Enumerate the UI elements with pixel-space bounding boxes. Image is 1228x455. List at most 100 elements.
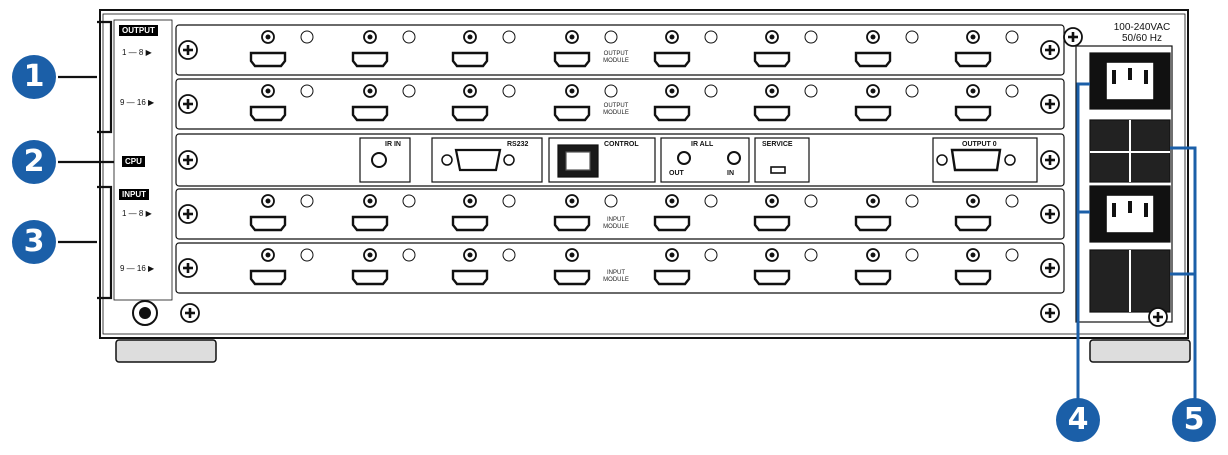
- ac-inlet-1-pin-a: [1112, 70, 1116, 84]
- output-row-2-hdmi-port-4: [553, 105, 591, 122]
- input-module-label-2: INPUT MODULE: [603, 270, 629, 283]
- output-row-2-led-6: [804, 84, 818, 98]
- output-row-2-jack-core-3: [467, 88, 473, 94]
- power-voltage: 100-240VAC: [1113, 22, 1171, 33]
- output-row-1-jack-core-1: [265, 34, 271, 40]
- input-row-1-jack-core-1: [265, 198, 271, 204]
- output-row-2-jack-core-1: [265, 88, 271, 94]
- output-row-1-hdmi-port-2: [351, 51, 389, 68]
- input-row-2-led-3: [502, 248, 516, 262]
- input-row-2-led-1: [300, 248, 314, 262]
- output-row-1-led-3: [502, 30, 516, 44]
- rs232-screw-left: [441, 154, 453, 166]
- output-row-1-hdmi-port-6: [753, 51, 791, 68]
- input-row-1-jack-core-6: [769, 198, 775, 204]
- output-row-2-led-7: [905, 84, 919, 98]
- bracket-input: [97, 185, 113, 300]
- rs232-screw-right: [503, 154, 515, 166]
- input-row-2-led-6: [804, 248, 818, 262]
- output-row-2-led-4: [604, 84, 618, 98]
- output-row-2-hdmi-port-6: [753, 105, 791, 122]
- input-row-2-module: [175, 242, 1065, 294]
- ir-out-jack: [677, 151, 691, 165]
- output-row-1-jack-core-8: [970, 34, 976, 40]
- input-row-2-led-7: [905, 248, 919, 262]
- rs232-label: RS232: [507, 141, 529, 148]
- output-row-1-led-6: [804, 30, 818, 44]
- input-row-1-jack-core-7: [870, 198, 876, 204]
- input-row-2-led-5: [704, 248, 718, 262]
- output-row-2-hdmi-port-8: [954, 105, 992, 122]
- input-row-2-hdmi-port-4: [553, 269, 591, 286]
- input-row-2-jack-core-2: [367, 252, 373, 258]
- output-row-1-hdmi-port-7: [854, 51, 892, 68]
- input-module-label-1: INPUT MODULE: [603, 217, 629, 230]
- output-0-label: OUTPUT 0: [962, 141, 997, 148]
- output-row-2-jack-core-5: [669, 88, 675, 94]
- output-row-2-jack-core-8: [970, 88, 976, 94]
- output-row-2-led-5: [704, 84, 718, 98]
- ir-in-label: IR IN: [385, 141, 401, 148]
- input-row-2-jack-core-8: [970, 252, 976, 258]
- ground-terminal-core: [139, 307, 151, 319]
- output-row-2-led-3: [502, 84, 516, 98]
- input-row-2-jack-core-7: [870, 252, 876, 258]
- input-row-1-hdmi-port-6: [753, 215, 791, 232]
- output-row-1-led-7: [905, 30, 919, 44]
- callout-1: 1: [12, 55, 56, 99]
- ir-all-label: IR ALL: [691, 141, 714, 148]
- output-row-1-hdmi-port-3: [451, 51, 489, 68]
- service-label: SERVICE: [762, 141, 793, 148]
- input-row-1-hdmi-port-1: [249, 215, 287, 232]
- input-row-2-hdmi-port-6: [753, 269, 791, 286]
- callout-4: 4: [1056, 398, 1100, 442]
- input-row-1-hdmi-port-5: [653, 215, 691, 232]
- input-row-1-hdmi-port-3: [451, 215, 489, 232]
- service-port: [770, 166, 786, 174]
- output-row-2-jack-core-4: [569, 88, 575, 94]
- service-panel: [754, 137, 810, 183]
- callout-5: 5: [1172, 398, 1216, 442]
- input-tag: INPUT: [119, 189, 149, 200]
- input-row-1-hdmi-port-8: [954, 215, 992, 232]
- input-row-2-jack-core-6: [769, 252, 775, 258]
- output-row-1-module: [175, 24, 1065, 76]
- output-row-1-led-8: [1005, 30, 1019, 44]
- input-row-1-led-8: [1005, 194, 1019, 208]
- input-range-9-16: 9 — 16 ▶: [120, 264, 155, 273]
- input-row-2-led-8: [1005, 248, 1019, 262]
- input-row-1-led-3: [502, 194, 516, 208]
- input-row-2-hdmi-port-2: [351, 269, 389, 286]
- output-row-2-hdmi-port-1: [249, 105, 287, 122]
- output-row-2-led-8: [1005, 84, 1019, 98]
- bracket-output: [97, 20, 113, 134]
- input-row-2-hdmi-port-8: [954, 269, 992, 286]
- input-row-2-hdmi-port-7: [854, 269, 892, 286]
- control-port-inner: [565, 151, 591, 171]
- input-row-2-led-2: [402, 248, 416, 262]
- output-row-2-jack-core-6: [769, 88, 775, 94]
- output-row-1-hdmi-port-5: [653, 51, 691, 68]
- output-row-2-hdmi-port-5: [653, 105, 691, 122]
- output-row-1-jack-core-7: [870, 34, 876, 40]
- power-frequency: 50/60 Hz: [1121, 33, 1163, 44]
- input-row-1-led-7: [905, 194, 919, 208]
- control-port: [557, 144, 599, 178]
- callout-2: 2: [12, 140, 56, 184]
- leader-4: [1076, 82, 1090, 400]
- ir-in-jack-2: [727, 151, 741, 165]
- input-row-1-hdmi-port-4: [553, 215, 591, 232]
- input-row-2-jack-core-4: [569, 252, 575, 258]
- output-row-1-jack-core-4: [569, 34, 575, 40]
- dvi-screw-right: [1004, 154, 1016, 166]
- ir-out-label: OUT: [669, 170, 684, 177]
- input-row-1-led-1: [300, 194, 314, 208]
- output-row-1-led-2: [402, 30, 416, 44]
- output-range-9-16: 9 — 16 ▶: [120, 98, 155, 107]
- ac-inlet-2-pin-c: [1144, 203, 1148, 217]
- ac-inlet-1-pin-c: [1144, 70, 1148, 84]
- output-row-2-hdmi-port-7: [854, 105, 892, 122]
- leader-5: [1170, 146, 1197, 400]
- output-row-2-module: [175, 78, 1065, 130]
- ac-inlet-2-pin-a: [1112, 203, 1116, 217]
